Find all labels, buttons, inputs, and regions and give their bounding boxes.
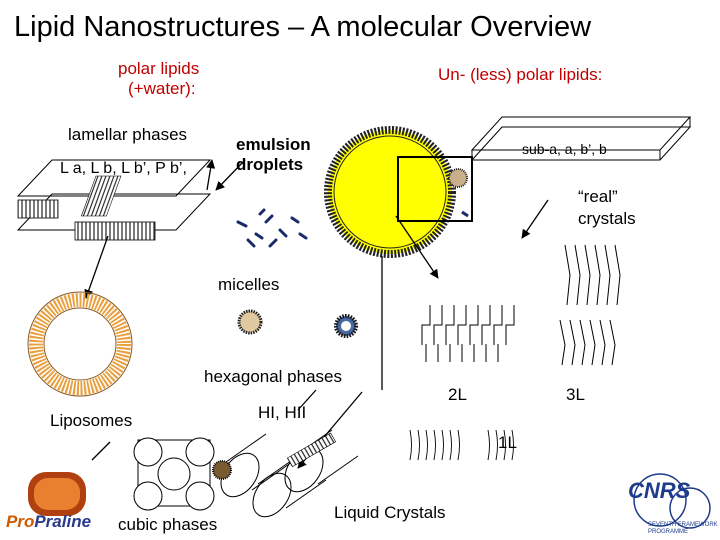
micelle-normal [237, 309, 263, 335]
free-molecules [236, 208, 308, 248]
micelles-label: micelles [218, 275, 280, 294]
3l-label: 3L [566, 385, 585, 404]
logo-word-praline: Praline [34, 512, 92, 531]
lamellar-phase-types: L a, L b, L b’, P b’, [60, 160, 187, 177]
hexagonal-cylinders [220, 429, 359, 518]
crystal-3l [559, 244, 621, 366]
logo-word-pro: Pro [6, 512, 35, 531]
cubic-phases-label: cubic phases [118, 515, 218, 534]
polar-lipids-label: polar lipids [118, 59, 200, 78]
liquid-crystals-label: Liquid Crystals [334, 503, 446, 522]
propraline-logo-graphic [28, 472, 86, 516]
lamellar-phases-label: lamellar phases [68, 125, 188, 144]
lamellar-bilayer-sheet [16, 159, 212, 241]
crystals-label: crystals [578, 209, 636, 228]
framework-programme-text: SEVENTH FRAMEWORK PROGRAMME [648, 522, 718, 535]
unpolar-lipids-label: Un- (less) polar lipids: [438, 65, 603, 84]
propraline-wordmark: ProPraline [6, 512, 91, 532]
micelle-reverse [334, 314, 358, 338]
crystal-2l [421, 305, 515, 362]
hexagonal-types-label: HI, HII [258, 403, 307, 422]
cubic-phase [133, 437, 232, 511]
crystal-plane [470, 116, 692, 161]
emulsion-droplet [324, 126, 473, 258]
cnrs-logo: CNRS SEVENTH FRAMEWORK PROGRAMME [618, 470, 718, 538]
1l-label: 1L [498, 433, 517, 452]
cnrs-logo-graphic [633, 473, 711, 529]
2l-label: 2L [448, 385, 467, 404]
liposome [27, 291, 133, 397]
arrows [84, 159, 549, 469]
hexagonal-phases-label: hexagonal phases [204, 367, 343, 386]
subcrystal-forms-label: sub-a, a, b’, b [522, 141, 607, 157]
crystal-1l [409, 429, 514, 461]
cnrs-wordmark: CNRS [628, 478, 691, 503]
real-label: “real” [578, 187, 618, 206]
liposomes-label: Liposomes [50, 411, 133, 430]
droplets-label: droplets [236, 155, 304, 174]
emulsion-label: emulsion [236, 135, 311, 154]
polar-lipids-water-label: (+water): [128, 79, 196, 98]
propraline-logo: ProPraline [6, 468, 112, 538]
page-title: Lipid Nanostructures – A molecular Overv… [14, 11, 592, 43]
